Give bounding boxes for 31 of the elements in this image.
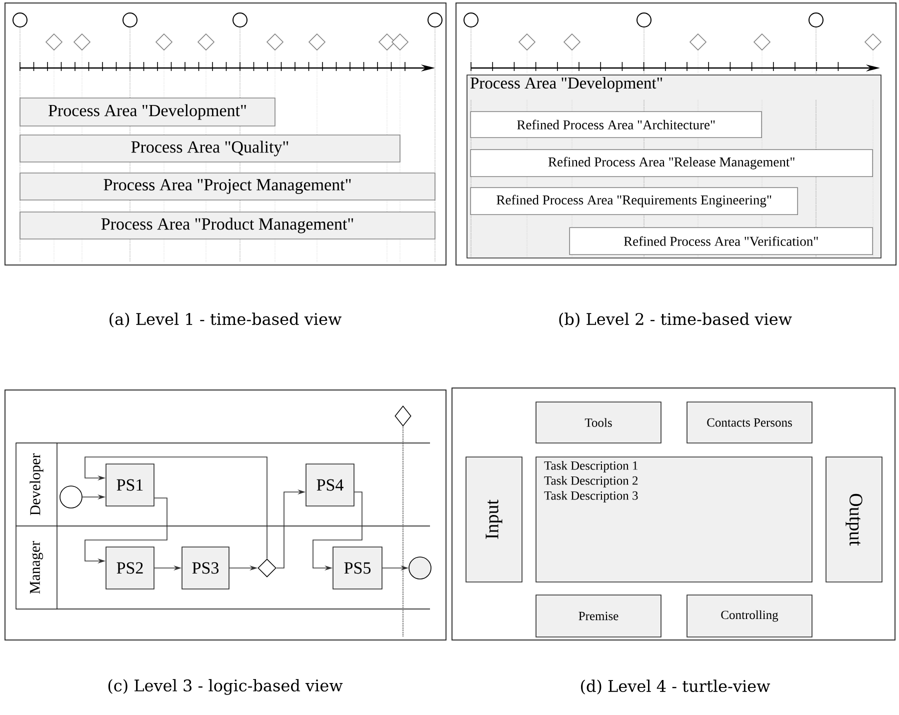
caption: (d) Level 4 - turtle-view [581, 680, 770, 694]
process-step-box: PS5 [332, 546, 382, 590]
start-circle [60, 486, 82, 508]
task-box: Task Description 1 Task Description 2 Task Description 3 [536, 456, 812, 582]
refined-area-bar: Refined Process Area "Verification" [569, 227, 873, 255]
arrow [84, 456, 268, 559]
swimlane-header: Developer [16, 442, 58, 526]
turtle-box: Output [826, 456, 882, 582]
turtle-box: Contacts Persons [686, 402, 812, 444]
process-step-box: PS1 [106, 464, 154, 506]
process-area-bar: Process Area "Development" [20, 98, 276, 126]
milestone-diamond [394, 406, 412, 426]
process-area-bar: Process Area "Quality" [20, 134, 400, 162]
turtle-box: Input [466, 456, 522, 582]
process-step-box: PS4 [306, 464, 354, 506]
process-step-box: PS2 [106, 546, 154, 590]
caption: (b) Level 2 - time-based view [559, 312, 792, 328]
process-step-box: PS3 [182, 546, 230, 590]
gateway-diamond [258, 558, 276, 578]
caption: (a) Level 1 - time-based view [110, 312, 342, 328]
turtle-box: Controlling [686, 594, 812, 638]
turtle-box: Tools [536, 402, 662, 444]
caption: (c) Level 3 - logic-based view [108, 679, 343, 695]
turtle-box: Premise [536, 594, 662, 638]
swimlane-header: Manager [16, 526, 58, 610]
refined-area-bar: Refined Process Area "Architecture" [470, 111, 762, 138]
end-circle [408, 556, 432, 580]
refined-area-bar: Refined Process Area "Release Management" [470, 149, 873, 177]
process-area-bar: Process Area "Product Management" [20, 212, 436, 240]
refined-area-bar: Refined Process Area "Requirements Engineering" [470, 187, 798, 215]
process-area-bar: Process Area "Project Management" [20, 172, 436, 200]
